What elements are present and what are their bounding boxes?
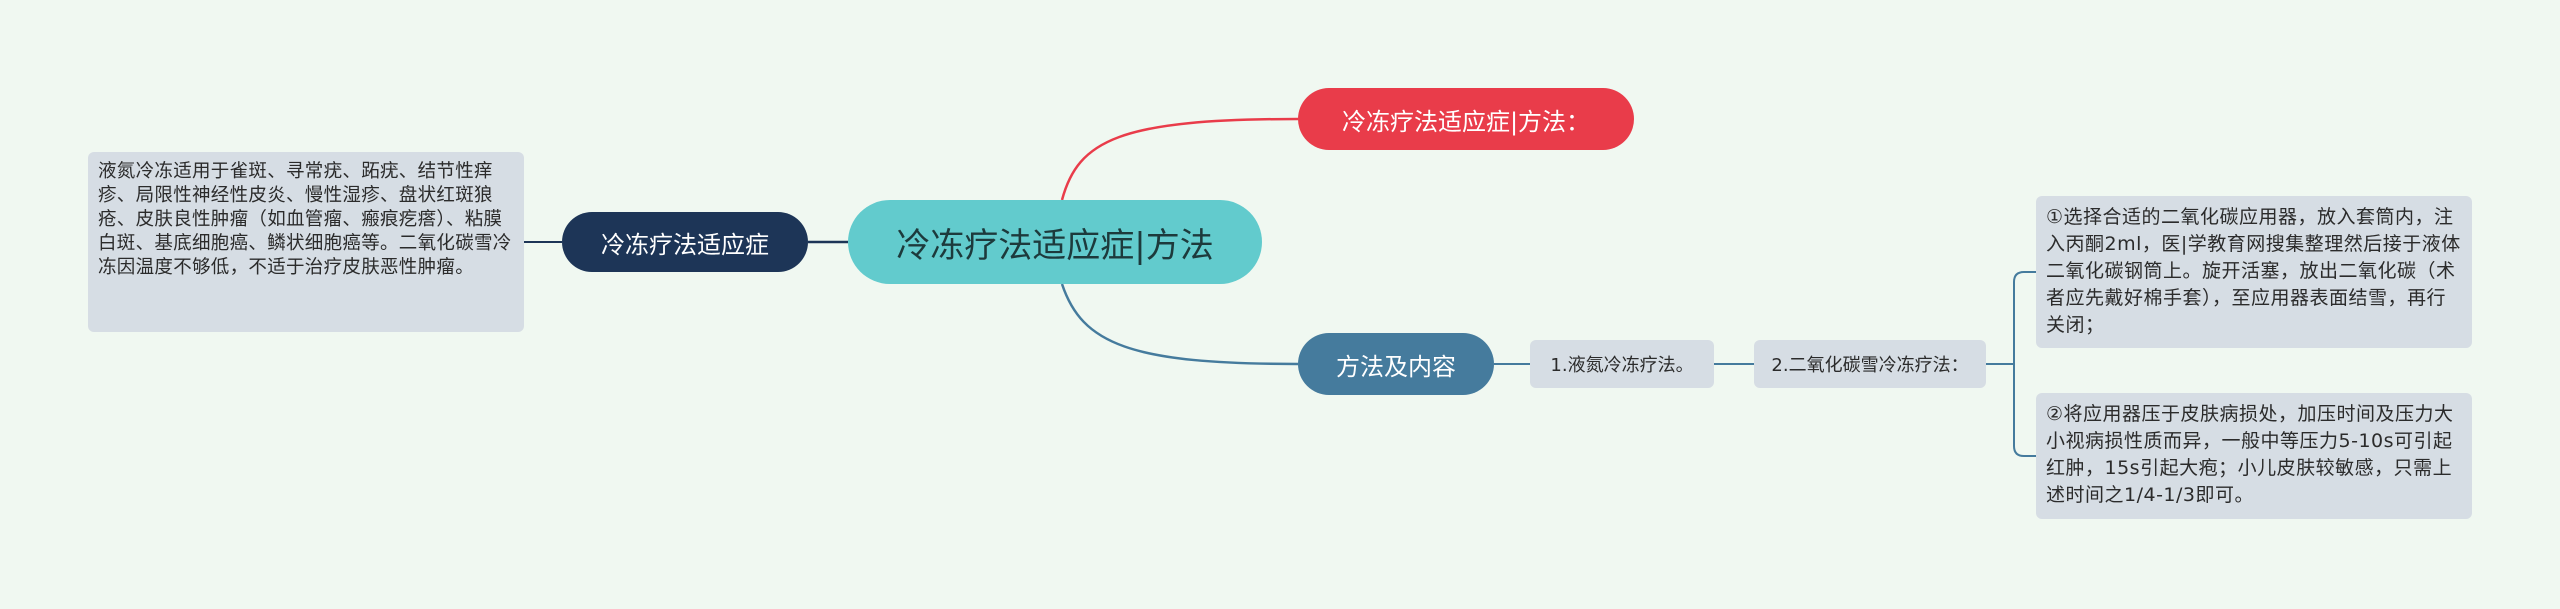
method-liquid-nitrogen[interactable]: 1.液氮冷冻疗法。 bbox=[1530, 340, 1714, 388]
link-center-top bbox=[1060, 117, 1299, 201]
central-topic[interactable]: 冷冻疗法适应症|方法 bbox=[848, 200, 1262, 284]
method-co2-snow[interactable]: 2.二氧化碳雪冷冻疗法： bbox=[1754, 340, 1986, 388]
co2-step-2-box[interactable]: ②将应用器压于皮肤病损处，加压时间及压力大小视病损性质而异，一般中等压力5-10… bbox=[2036, 393, 2472, 519]
central-topic-label: 冷冻疗法适应症|方法 bbox=[896, 225, 1214, 266]
branch-indications-label: 冷冻疗法适应症 bbox=[601, 230, 769, 259]
branch-indications[interactable]: 冷冻疗法适应症 bbox=[562, 212, 808, 272]
indications-detail-box[interactable]: 液氮冷冻适用于雀斑、寻常疣、跖疣、结节性痒疹、局限性神经性皮炎、慢性湿疹、盘状红… bbox=[88, 152, 524, 332]
co2-step-1-text: ①选择合适的二氧化碳应用器，放入套筒内，注入丙酮2ml，医|学教育网搜集整理然后… bbox=[2046, 206, 2461, 336]
indications-detail-text: 液氮冷冻适用于雀斑、寻常疣、跖疣、结节性痒疹、局限性神经性皮炎、慢性湿疹、盘状红… bbox=[98, 161, 512, 278]
branch-methods-content-label: 方法及内容 bbox=[1336, 352, 1456, 381]
link-method2-steps bbox=[1986, 271, 2036, 457]
method-co2-snow-label: 2.二氧化碳雪冷冻疗法： bbox=[1771, 355, 1969, 376]
branch-indications-methods[interactable]: 冷冻疗法适应症|方法： bbox=[1298, 88, 1634, 150]
co2-step-1-box[interactable]: ①选择合适的二氧化碳应用器，放入套筒内，注入丙酮2ml，医|学教育网搜集整理然后… bbox=[2036, 196, 2472, 348]
link-center-right bbox=[1060, 283, 1299, 366]
co2-step-2-text: ②将应用器压于皮肤病损处，加压时间及压力大小视病损性质而异，一般中等压力5-10… bbox=[2046, 403, 2454, 506]
branch-methods-content[interactable]: 方法及内容 bbox=[1298, 333, 1494, 395]
branch-indications-methods-label: 冷冻疗法适应症|方法： bbox=[1341, 107, 1591, 136]
method-liquid-nitrogen-label: 1.液氮冷冻疗法。 bbox=[1550, 355, 1694, 376]
